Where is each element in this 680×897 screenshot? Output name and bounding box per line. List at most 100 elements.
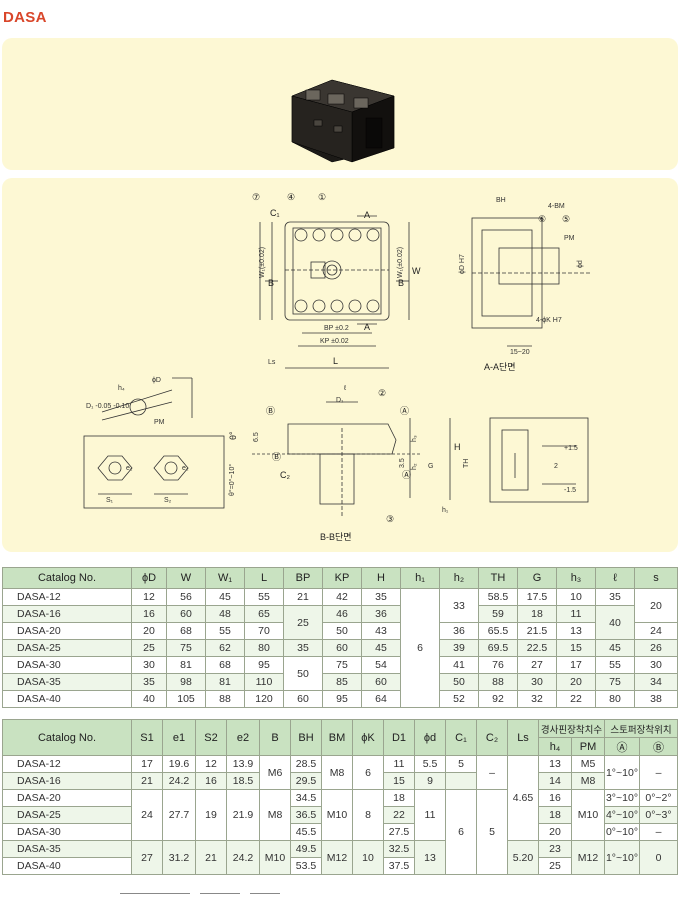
table-cell: DASA-12: [2, 588, 132, 606]
table-cell: 15: [556, 639, 596, 657]
table-cell: 21.5: [517, 622, 557, 640]
table-cell: 20: [634, 588, 678, 623]
table-cell: 36: [439, 622, 479, 640]
table-cell: 23: [538, 840, 572, 858]
table-cell: M10: [321, 789, 353, 841]
table-cell: 21: [195, 840, 227, 875]
table-header: L: [244, 567, 284, 589]
label-n1: ①: [318, 192, 326, 202]
table-cell: 37.5: [383, 857, 415, 875]
table-cell: 5: [445, 755, 477, 773]
table-header: ϕD: [131, 567, 167, 589]
table-cell: 60: [283, 690, 323, 708]
table-cell: 45.5: [290, 823, 322, 841]
table-header: PM: [571, 737, 605, 756]
label-bb-section: B-B단면: [320, 532, 352, 542]
table-row: DASA-40 40 105 88 120 60 95 64 52 92 32 …: [2, 690, 678, 708]
table-cell: 0: [639, 840, 678, 875]
table-cell: 13: [414, 840, 446, 875]
table-cell: 30: [517, 673, 557, 691]
label-3-5: 3.5: [399, 458, 406, 468]
table-cell: 8: [352, 789, 384, 841]
table-cell: 55: [595, 656, 635, 674]
table-cell: 16: [195, 772, 227, 790]
table-header: BP: [283, 567, 323, 589]
table-row: DASA-35 35 98 81 110 85 60 50 88 30 20 7…: [2, 673, 678, 691]
table-cell: 36: [361, 605, 401, 623]
table-cell: 35: [283, 639, 323, 657]
label-circb-1: Ⓑ: [266, 406, 275, 416]
label-theta-range: θ°=0°~10°: [228, 464, 236, 496]
table-cell: DASA-35: [2, 840, 132, 858]
table-header: S1: [131, 719, 163, 756]
table-header: Ⓑ: [639, 737, 678, 756]
label-phik: 4-ϕK H7: [536, 317, 562, 324]
table-cell: DASA-16: [2, 605, 132, 623]
table-cell: 17: [131, 755, 163, 773]
table-cell: 34.5: [290, 789, 322, 807]
table-cell: 16: [538, 789, 572, 807]
table-cell: 18: [383, 789, 415, 807]
table-cell: 92: [478, 690, 518, 708]
table-cell: 36.5: [290, 806, 322, 824]
table-cell: 24.2: [226, 840, 260, 875]
table-cell: 39: [439, 639, 479, 657]
label-e2: e₂: [182, 465, 189, 472]
table-cell: 24: [131, 789, 163, 841]
table-cell: 0°~3°: [639, 806, 678, 824]
table-header: BH: [290, 719, 322, 756]
label-h4: h₄: [118, 385, 125, 392]
product-title: DASA: [3, 9, 47, 26]
table-cell: DASA-35: [2, 673, 132, 691]
table-cell: 65.5: [478, 622, 518, 640]
table-row: DASA-25 36.5 22 18 4°~10° 0°~3°: [2, 806, 678, 824]
table-row: DASA-40 53.5 37.5 25: [2, 857, 678, 875]
table-cell: 4.65: [507, 755, 539, 841]
table-row: DASA-12 17 19.6 12 13.9 M6 28.5 M8 6 11 …: [2, 755, 678, 841]
table-cell: 56: [166, 588, 206, 606]
table-cell: 95: [244, 656, 284, 674]
table-header: s: [634, 567, 678, 589]
label-w: W: [412, 266, 421, 276]
table-cell: 19: [195, 789, 227, 841]
table-header: e2: [226, 719, 260, 756]
label-ell: ℓ: [343, 385, 347, 392]
table-cell: 25: [538, 857, 572, 875]
table-header: KP: [322, 567, 362, 589]
table-cell: M6: [259, 755, 291, 790]
table-header: ℓ: [595, 567, 635, 589]
table-cell: 81: [205, 673, 245, 691]
table-cell: 34: [634, 673, 678, 691]
table-cell: 68: [205, 656, 245, 674]
table-cell: 13: [556, 622, 596, 640]
table-cell: M10: [571, 789, 605, 841]
footer-line: [200, 893, 240, 894]
label-n6: ⑥: [538, 214, 546, 224]
table-row: DASA-35 27 31.2 21 24.2 M10 49.5 M12 10 …: [2, 840, 678, 875]
table-cell: 16: [131, 605, 167, 623]
footer-line: [120, 893, 190, 894]
table-header: W₁: [205, 567, 245, 589]
label-e1: e₁: [126, 465, 133, 472]
label-w1-right: W₁(±0.02): [397, 247, 404, 278]
label-minus-1-5: -1.5: [564, 487, 576, 494]
table-header: D1: [383, 719, 415, 756]
table-cell: 53.5: [290, 857, 322, 875]
table-cell: 18: [538, 806, 572, 824]
table-row: DASA-16 16 60 48 65 25 46 36 59 18 11 40: [2, 605, 678, 640]
table-cell: DASA-20: [2, 622, 132, 640]
table-row: DASA-16 21 24.2 16 18.5 29.5 15 9 14 M8: [2, 772, 678, 790]
table-cell: 98: [166, 673, 206, 691]
table-cell: 75: [595, 673, 635, 691]
table-header-pin: 경사핀장착치수: [538, 719, 605, 738]
table-header: Catalog No.: [2, 567, 132, 589]
table-cell: 85: [322, 673, 362, 691]
table-cell: 11: [414, 789, 446, 841]
table-cell: –: [476, 755, 508, 790]
table-cell: 64: [361, 690, 401, 708]
table-cell: M5: [571, 755, 605, 773]
label-c2: C₂: [280, 470, 290, 480]
table-cell: 13: [538, 755, 572, 773]
table-header: W: [166, 567, 206, 589]
table-cell: 45: [595, 639, 635, 657]
